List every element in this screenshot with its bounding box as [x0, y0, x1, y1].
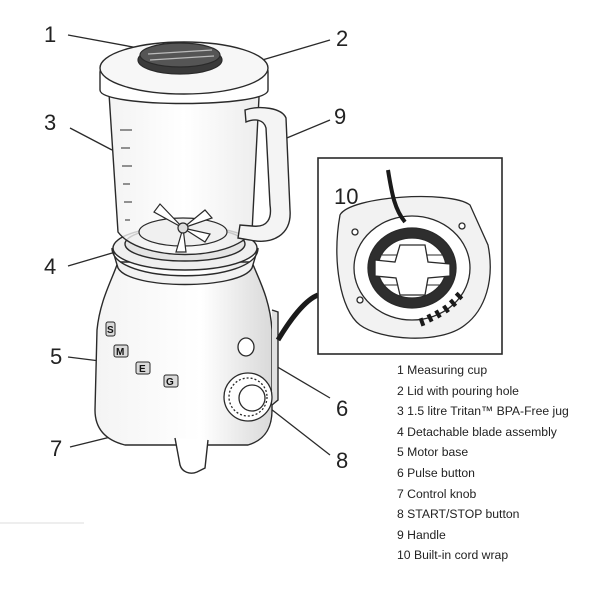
- callout-2: 2: [336, 26, 349, 51]
- motor-base: [94, 261, 279, 474]
- legend-item: 9 Handle: [397, 527, 446, 542]
- vent-slots: [418, 291, 464, 327]
- callout-3: 3: [44, 110, 57, 135]
- parts-legend: 1 Measuring cup 2 Lid with pouring hole …: [397, 360, 569, 566]
- start-stop-button: [238, 384, 266, 412]
- legend-item: 3 1.5 litre Tritan™ BPA-Free jug: [397, 404, 569, 419]
- control-knob: [223, 372, 273, 422]
- callout-8: 8: [336, 448, 349, 473]
- handle: [237, 106, 291, 242]
- brand-letter-m: M: [116, 347, 124, 358]
- legend-item: 2 Lid with pouring hole: [397, 383, 519, 398]
- brand-letter-boxes: [105, 321, 179, 388]
- legend-item: 10 Built-in cord wrap: [397, 548, 509, 563]
- callout-10: 10: [334, 184, 359, 209]
- jug: [107, 77, 291, 256]
- callout-5: 5: [50, 344, 63, 369]
- callout-7: 7: [50, 436, 63, 461]
- callout-4: 4: [44, 254, 57, 279]
- legend-item: 7 Control knob: [397, 486, 477, 501]
- legend-item: 4 Detachable blade assembly: [397, 424, 557, 439]
- jug-graduations: [120, 129, 132, 221]
- legend-item: 5 Motor base: [397, 445, 469, 460]
- leader-line-3: [69, 127, 113, 151]
- leader-line-8: [261, 401, 331, 456]
- callout-6: 6: [336, 396, 349, 421]
- leader-line-9: [281, 119, 331, 141]
- legend-item: 8 START/STOP button: [397, 507, 520, 522]
- measuring-cup: [137, 42, 223, 75]
- legend-item: 6 Pulse button: [397, 465, 475, 480]
- blade-assembly: [138, 203, 228, 253]
- legend-item: 1 Measuring cup: [397, 363, 488, 377]
- power-cord: [275, 292, 320, 342]
- brand-letter-s: S: [107, 325, 114, 336]
- brand-letter-g: G: [166, 377, 174, 388]
- cord-wrap-illustration: [336, 169, 491, 339]
- callout-9: 9: [334, 104, 347, 129]
- callout-1: 1: [44, 22, 57, 47]
- pulse-button: [237, 337, 255, 357]
- brand-letters: S M E G: [107, 325, 174, 388]
- brand-letter-e: E: [139, 364, 146, 375]
